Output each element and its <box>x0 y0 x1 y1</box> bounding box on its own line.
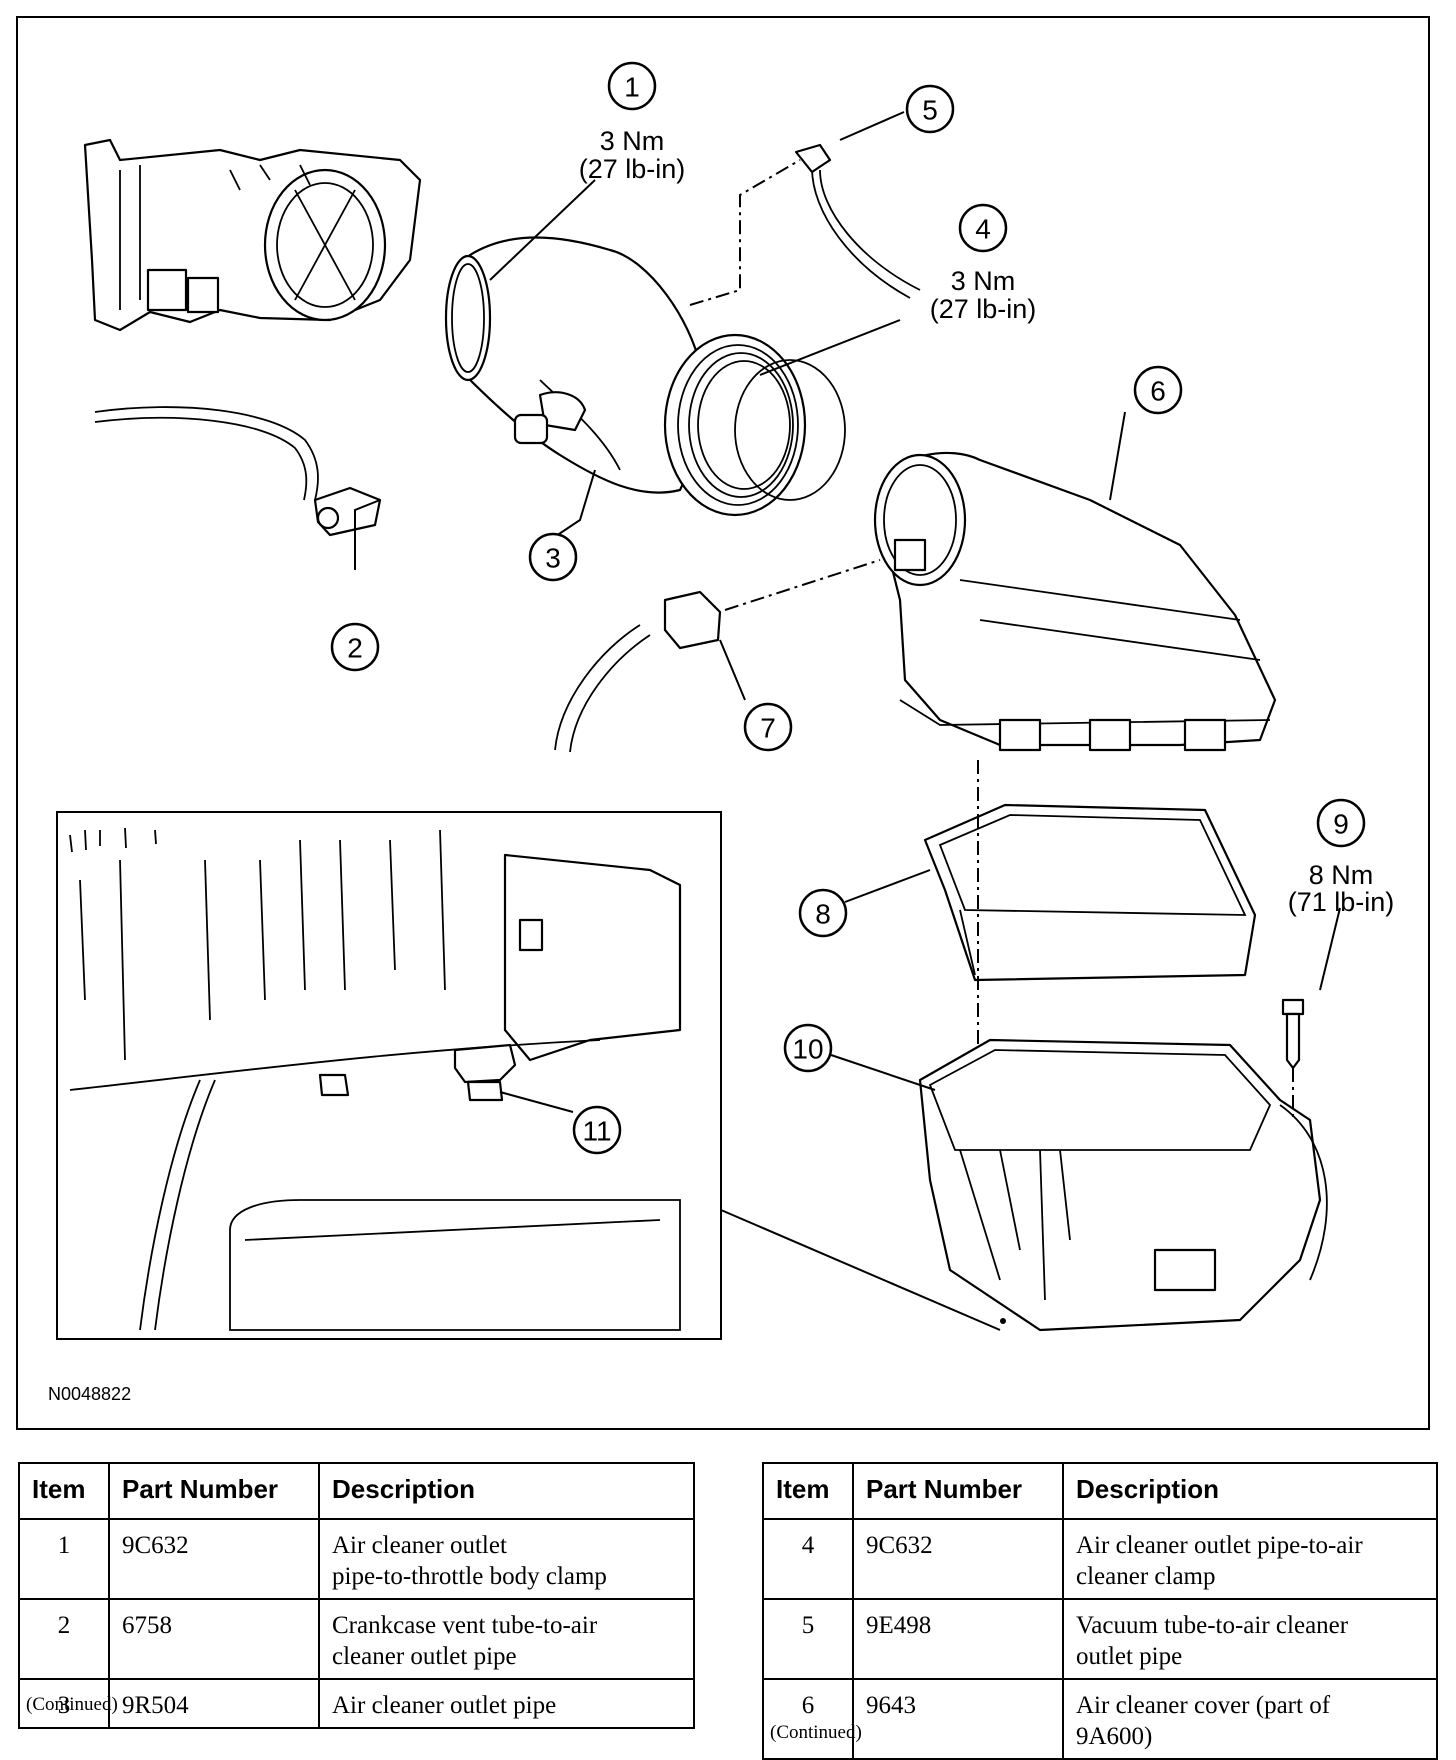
bolt <box>1281 998 1305 1120</box>
callout-5-number: 5 <box>922 95 938 126</box>
description-line: Crankcase vent tube-to-air <box>332 1612 598 1639</box>
header-description: Description <box>318 1462 695 1520</box>
table-row: 5 9E498 Vacuum tube-to-air cleaner outlet… <box>762 1598 1438 1680</box>
callout-2: 2 <box>330 622 380 672</box>
inset-leader-line <box>720 1209 1001 1331</box>
detail-inset <box>56 811 722 1340</box>
table-row: 1 9C632 Air cleaner outlet pipe-to-thrott… <box>18 1518 695 1600</box>
description-line: 9A600) <box>1076 1723 1153 1750</box>
callout-8-number: 8 <box>815 899 831 930</box>
callout-7: 7 <box>743 702 793 752</box>
description-cell: Air cleaner outlet pipe-to-throttle body … <box>318 1518 695 1600</box>
callout-9-torque-nm: 8 Nm <box>1309 860 1374 890</box>
description-line: outlet pipe <box>1076 1643 1183 1670</box>
description-cell: Crankcase vent tube-to-air cleaner outlet… <box>318 1598 695 1680</box>
callout-10-number: 10 <box>792 1034 823 1065</box>
item-cell: 6 <box>762 1678 854 1760</box>
item-cell: 3 <box>18 1678 110 1729</box>
description-line: cleaner clamp <box>1076 1563 1216 1590</box>
table-header-row: Item Part Number Description <box>762 1462 1438 1520</box>
part-number-cell: 9643 <box>852 1678 1064 1760</box>
callout-9-torque-lb: (71 lb-in) <box>1288 887 1395 917</box>
crankcase-vent-tube <box>94 406 382 537</box>
description-line: cleaner outlet pipe <box>332 1643 517 1670</box>
description-line: Air cleaner outlet <box>332 1532 507 1559</box>
header-description: Description <box>1062 1462 1438 1520</box>
table-row: 6 9643 Air cleaner cover (part of 9A600) <box>762 1678 1438 1760</box>
parts-table-right: Item Part Number Description 4 9C632 Air… <box>762 1462 1438 1760</box>
callout-9-number: 9 <box>1333 809 1349 840</box>
air-cleaner-cover <box>873 451 1277 752</box>
figure-id: N0048822 <box>48 1384 132 1404</box>
callout-10: 10 <box>783 1023 833 1073</box>
item-cell: 1 <box>18 1518 110 1600</box>
header-item: Item <box>18 1462 110 1520</box>
callout-5: 5 <box>905 84 955 134</box>
callout-6: 6 <box>1133 365 1183 415</box>
item-cell: 4 <box>762 1518 854 1600</box>
header-part-number: Part Number <box>852 1462 1064 1520</box>
exploded-parts-diagram: 1 3 Nm (27 lb-in) 2 3 4 3 Nm (27 lb-in) … <box>56 61 1395 1340</box>
description-cell: Vacuum tube-to-air cleaner outlet pipe <box>1062 1598 1438 1680</box>
description-line: Air cleaner outlet pipe-to-air <box>1076 1532 1363 1559</box>
header-item: Item <box>762 1462 854 1520</box>
callout-11-number: 11 <box>582 1116 611 1147</box>
item-cell: 5 <box>762 1598 854 1680</box>
callout-1: 1 3 Nm (27 lb-in) <box>579 61 686 184</box>
air-filter-element <box>923 760 1257 1180</box>
part-number-cell: 6758 <box>108 1598 320 1680</box>
item-cell: 2 <box>18 1598 110 1680</box>
callout-3: 3 <box>528 532 578 582</box>
callout-4-torque-lb: (27 lb-in) <box>930 294 1037 324</box>
description-line: Vacuum tube-to-air cleaner <box>1076 1612 1349 1639</box>
callout-4: 4 3 Nm (27 lb-in) <box>930 203 1037 324</box>
description-cell: Air cleaner outlet pipe <box>318 1678 695 1729</box>
throttle-body <box>83 138 422 332</box>
table-header-row: Item Part Number Description <box>18 1462 695 1520</box>
callout-8: 8 <box>798 888 848 938</box>
part-number-cell: 9R504 <box>108 1678 320 1729</box>
description-line: Air cleaner cover (part of <box>1076 1692 1331 1719</box>
continued-note-right: (Continued) <box>770 1722 862 1743</box>
callout-1-torque-lb: (27 lb-in) <box>579 154 686 184</box>
description-cell: Air cleaner cover (part of 9A600) <box>1062 1678 1438 1760</box>
callout-4-torque-nm: 3 Nm <box>951 266 1016 296</box>
parts-table-left: Item Part Number Description 1 9C632 Air… <box>18 1462 695 1729</box>
part-number-cell: 9C632 <box>108 1518 320 1600</box>
description-cell: Air cleaner outlet pipe-to-air cleaner cl… <box>1062 1518 1438 1600</box>
leader-lines <box>354 111 1341 1113</box>
description-line: pipe-to-throttle body clamp <box>332 1563 607 1590</box>
callout-7-number: 7 <box>760 713 776 744</box>
table-row: 4 9C632 Air cleaner outlet pipe-to-air cl… <box>762 1518 1438 1600</box>
header-part-number: Part Number <box>108 1462 320 1520</box>
callout-4-number: 4 <box>975 214 991 245</box>
mass-air-flow-connector <box>554 559 881 753</box>
callout-9: 9 8 Nm (71 lb-in) <box>1288 798 1395 917</box>
part-number-cell: 9C632 <box>852 1518 1064 1600</box>
table-row: 2 6758 Crankcase vent tube-to-air cleaner… <box>18 1598 695 1680</box>
diagram-frame <box>16 16 1430 1430</box>
callout-11: 11 <box>572 1105 622 1155</box>
vacuum-tube <box>689 143 921 306</box>
table-row: 3 9R504 Air cleaner outlet pipe <box>18 1678 695 1729</box>
callout-1-number: 1 <box>624 72 640 103</box>
continued-note-left: (Continued) <box>26 1694 118 1715</box>
air-cleaner-outlet-pipe <box>444 236 846 517</box>
callout-2-number: 2 <box>347 633 363 664</box>
callout-1-torque-nm: 3 Nm <box>600 126 665 156</box>
callout-3-number: 3 <box>545 543 561 574</box>
part-number-cell: 9E498 <box>852 1598 1064 1680</box>
inset-leader-dot <box>1000 1318 1006 1324</box>
callout-6-number: 6 <box>1150 376 1166 407</box>
air-cleaner-tray <box>918 1038 1328 1332</box>
description-line: Air cleaner outlet pipe <box>332 1692 557 1719</box>
